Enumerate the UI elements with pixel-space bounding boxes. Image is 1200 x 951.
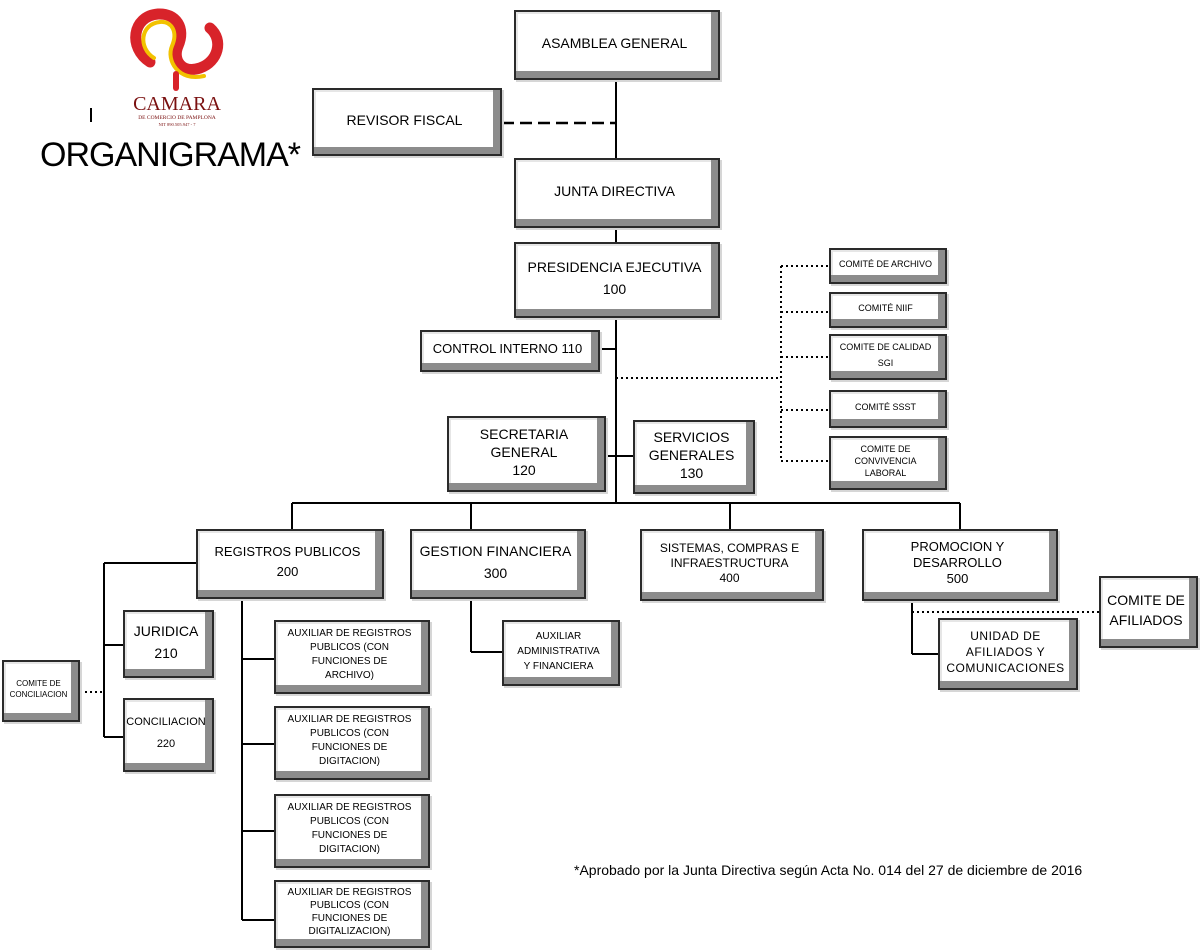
node-label: COMITÉ NIIF: [858, 303, 913, 313]
node-label: PRESIDENCIA EJECUTIVA 100: [527, 259, 702, 297]
node-label: AUXILIAR DE REGISTROS PUBLICOS (CON FUNC…: [287, 802, 412, 855]
node-label: AUXILIAR ADMINISTRATIVA Y FINANCIERA: [517, 630, 600, 672]
node-conciliacion[interactable]: CONCILIACION 220: [123, 698, 214, 772]
node-label: PROMOCION Y DESARROLLO 500: [910, 539, 1005, 586]
node-juridica[interactable]: JURIDICA 210: [123, 610, 214, 678]
node-comite-calidad[interactable]: COMITE DE CALIDAD SGI: [829, 334, 947, 380]
node-label: GESTION FINANCIERA 300: [419, 543, 572, 581]
node-label: REGISTROS PUBLICOS 200: [214, 544, 361, 579]
node-servicios-generales[interactable]: SERVICIOS GENERALES 130: [633, 420, 755, 494]
page-title: ORGANIGRAMA*: [40, 136, 301, 174]
node-label: SERVICIOS GENERALES 130: [648, 429, 735, 481]
logo-swirl-red: [130, 8, 224, 75]
logo-name: CAMARA: [133, 93, 221, 115]
node-label: REVISOR FISCAL: [346, 112, 463, 128]
node-comite-convivencia[interactable]: COMITE DE CONVIVENCIA LABORAL: [829, 436, 947, 490]
node-secretaria-general[interactable]: SECRETARIA GENERAL 120: [447, 416, 606, 492]
node-label: SECRETARIA GENERAL 120: [479, 426, 569, 478]
node-aux-registros-digitacion-2[interactable]: AUXILIAR DE REGISTROS PUBLICOS (CON FUNC…: [274, 794, 430, 868]
logo-nit: NIT 890.505.947 - 7: [158, 122, 196, 127]
node-label: CONTROL INTERNO 110: [432, 341, 583, 356]
node-label: AUXILIAR DE REGISTROS PUBLICOS (CON FUNC…: [287, 628, 412, 681]
node-label: JUNTA DIRECTIVA: [554, 183, 675, 199]
node-aux-registros-digitacion-1[interactable]: AUXILIAR DE REGISTROS PUBLICOS (CON FUNC…: [274, 706, 430, 780]
node-gestion-financiera[interactable]: GESTION FINANCIERA 300: [410, 529, 586, 599]
node-comite-archivo[interactable]: COMITÉ DE ARCHIVO: [829, 248, 947, 284]
node-promocion-desarrollo[interactable]: PROMOCION Y DESARROLLO 500: [862, 529, 1058, 601]
node-presidencia-ejecutiva[interactable]: PRESIDENCIA EJECUTIVA 100: [514, 242, 720, 318]
node-label: COMITE DE CONVIVENCIA LABORAL: [854, 444, 917, 478]
node-label: AUXILIAR DE REGISTROS PUBLICOS (CON FUNC…: [287, 887, 412, 937]
node-comite-conciliacion[interactable]: COMITE DE CONCILIACION: [2, 660, 80, 722]
node-asamblea-general[interactable]: ASAMBLEA GENERAL: [514, 10, 720, 80]
node-comite-niif[interactable]: COMITÉ NIIF: [829, 292, 947, 328]
node-label: JURIDICA 210: [133, 623, 199, 661]
node-comite-afiliados[interactable]: COMITE DE AFILIADOS: [1099, 576, 1198, 648]
title-mark: [90, 108, 92, 122]
node-aux-administrativa-financiera[interactable]: AUXILIAR ADMINISTRATIVA Y FINANCIERA: [502, 620, 620, 686]
node-label: COMITE DE AFILIADOS: [1107, 592, 1185, 628]
node-control-interno[interactable]: CONTROL INTERNO 110: [420, 330, 600, 372]
node-comite-ssst[interactable]: COMITÉ SSST: [829, 390, 947, 428]
node-aux-registros-archivo[interactable]: AUXILIAR DE REGISTROS PUBLICOS (CON FUNC…: [274, 620, 430, 694]
logo-swirl-yellow: [141, 19, 206, 80]
node-sistemas-compras[interactable]: SISTEMAS, COMPRAS E INFRAESTRUCTURA 400: [640, 529, 824, 601]
node-label: ASAMBLEA GENERAL: [541, 35, 688, 51]
node-unidad-afiliados[interactable]: UNIDAD DE AFILIADOS Y COMUNICACIONES: [938, 618, 1078, 690]
node-label: SISTEMAS, COMPRAS E INFRAESTRUCTURA 400: [659, 540, 800, 585]
node-revisor-fiscal[interactable]: REVISOR FISCAL: [312, 88, 502, 156]
node-label: COMITE DE CONCILIACION: [9, 679, 68, 699]
node-label: COMITÉ SSST: [854, 402, 916, 412]
node-junta-directiva[interactable]: JUNTA DIRECTIVA: [514, 158, 720, 228]
node-aux-registros-digitalizacion[interactable]: AUXILIAR DE REGISTROS PUBLICOS (CON FUNC…: [274, 880, 430, 948]
logo-subtitle: DE COMERCIO DE PAMPLONA: [138, 115, 216, 121]
node-label: COMITE DE CALIDAD SGI: [839, 342, 932, 368]
node-label: CONCILIACION 220: [126, 716, 206, 750]
approval-footnote: *Aprobado por la Junta Directiva según A…: [574, 862, 1083, 878]
node-label: COMITÉ DE ARCHIVO: [838, 259, 932, 269]
node-label: AUXILIAR DE REGISTROS PUBLICOS (CON FUNC…: [287, 714, 412, 767]
camara-comercio-logo: CAMARA DE COMERCIO DE PAMPLONA NIT 890.5…: [130, 8, 224, 127]
node-registros-publicos[interactable]: REGISTROS PUBLICOS 200: [196, 529, 384, 599]
node-label: UNIDAD DE AFILIADOS Y COMUNICACIONES: [946, 629, 1065, 675]
